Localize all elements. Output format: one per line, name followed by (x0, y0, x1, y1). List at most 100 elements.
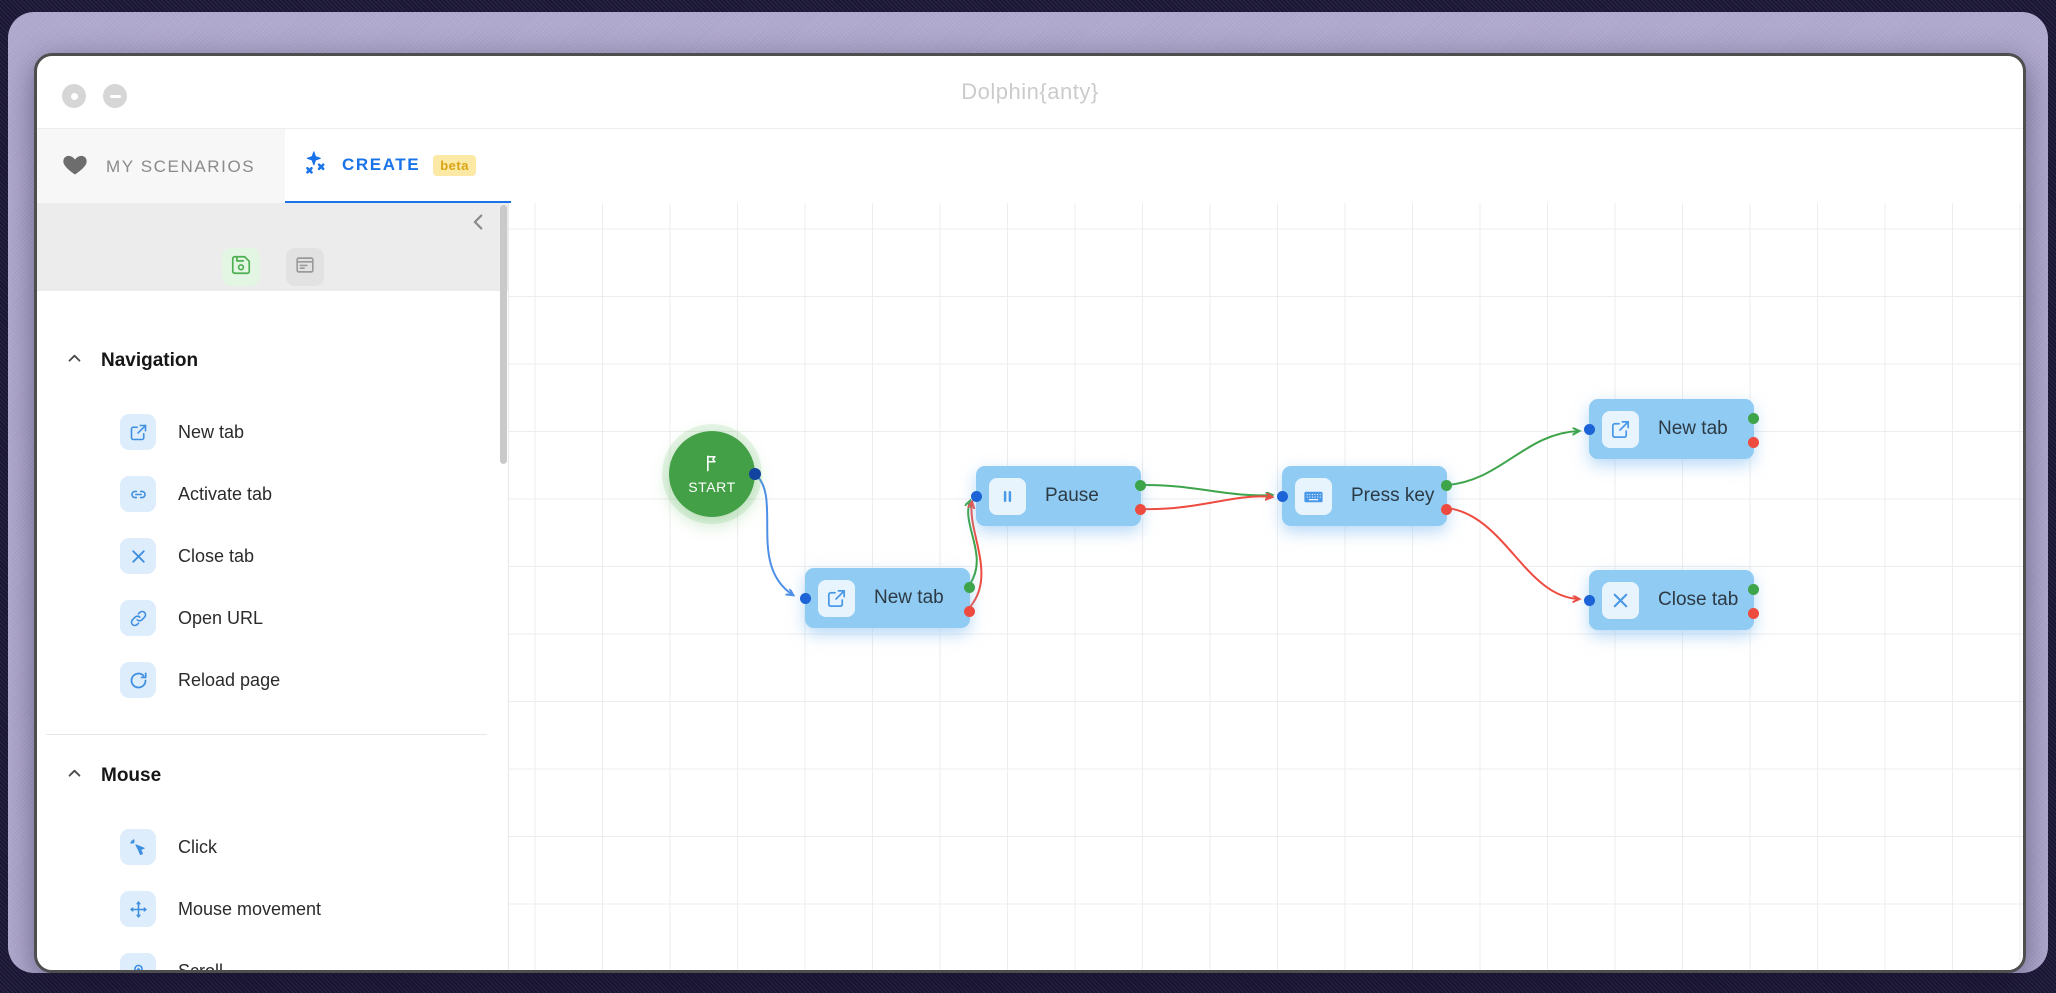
sidebar-item-label: Mouse movement (178, 898, 322, 919)
new-tab-icon (120, 414, 156, 450)
start-output-port[interactable] (749, 468, 761, 480)
window-close-button[interactable] (62, 84, 86, 108)
node-new-tab-1[interactable]: New tab (800, 568, 975, 628)
node-label: New tab (874, 587, 944, 608)
sidebar-scrollbar[interactable] (500, 205, 507, 464)
success-output-port[interactable] (1441, 479, 1452, 491)
input-port[interactable] (1584, 594, 1595, 606)
node-pause-1[interactable]: Pause (971, 466, 1146, 526)
edge-press-key-1-to-close-tab-1[interactable] (1446, 507, 1579, 599)
sidebar-item-click[interactable]: Click (37, 816, 508, 878)
form-icon (294, 254, 316, 281)
success-output-port[interactable] (1748, 583, 1759, 595)
sidebar-item-new-tab[interactable]: New tab (37, 401, 508, 463)
sidebar-item-open-url[interactable]: Open URL (37, 587, 508, 649)
save-scenario-button[interactable] (221, 248, 260, 286)
input-port[interactable] (1584, 423, 1595, 435)
app-title: Dolphin{anty} (961, 79, 1099, 104)
node-label: Pause (1045, 485, 1099, 506)
sidebar-item-label: Scroll (178, 960, 224, 973)
title-bar: Dolphin{anty} (37, 56, 2023, 129)
sidebar-item-activate-tab[interactable]: Activate tab (37, 463, 508, 525)
input-port[interactable] (1277, 490, 1288, 502)
sidebar-item-label: Reload page (178, 669, 281, 690)
activate-tab-icon (120, 476, 156, 512)
tab-my-scenarios-label: MY SCENARIOS (106, 156, 256, 176)
success-output-port[interactable] (1748, 412, 1759, 424)
node-start[interactable]: START (669, 431, 761, 517)
close-tab-icon (1602, 581, 1639, 619)
sidebar-item-scroll[interactable]: Scroll (37, 940, 508, 973)
chevron-up-icon (66, 350, 83, 367)
edge-new-tab-1-to-pause-1[interactable] (970, 502, 983, 608)
section-title: Mouse (101, 765, 162, 786)
click-icon (120, 829, 156, 865)
input-port[interactable] (800, 592, 811, 604)
pause-icon (989, 477, 1026, 515)
fail-output-port[interactable] (1135, 503, 1146, 515)
sidebar-item-label: Activate tab (178, 483, 273, 504)
node-press-key-1[interactable]: Press key (1277, 466, 1452, 526)
fail-output-port[interactable] (964, 605, 975, 617)
success-output-port[interactable] (1135, 479, 1146, 491)
collapse-sidebar-button[interactable] (468, 211, 490, 233)
edge-press-key-1-to-new-tab-2[interactable] (1446, 431, 1579, 486)
node-label: Close tab (1658, 589, 1739, 610)
node-label: Press key (1351, 485, 1435, 506)
node-close-tab-1[interactable]: Close tab (1584, 570, 1759, 630)
scroll-icon (120, 953, 156, 970)
tab-bar: MY SCENARIOS CREATE beta (37, 129, 2023, 269)
sidebar-item-label: Click (178, 836, 217, 857)
close-icon (70, 92, 78, 100)
close-tab-icon (120, 538, 156, 574)
fail-output-port[interactable] (1748, 436, 1759, 448)
window-minimize-button[interactable] (103, 84, 127, 108)
section-title: Navigation (101, 350, 199, 371)
start-node-label: START (688, 479, 736, 495)
flag-icon (702, 453, 722, 478)
section-heading-mouse[interactable]: Mouse (37, 756, 508, 796)
tab-my-scenarios[interactable]: MY SCENARIOS (37, 129, 285, 204)
fail-output-port[interactable] (1748, 607, 1759, 619)
sidebar-item-label: New tab (178, 421, 245, 442)
save-icon (230, 254, 252, 281)
new-tab-icon (818, 579, 855, 617)
sparkles-icon (301, 149, 329, 182)
new-tab-icon (1602, 410, 1639, 448)
sidebar-item-close-tab[interactable]: Close tab (37, 525, 508, 587)
sidebar-item-mouse-movement[interactable]: Mouse movement (37, 878, 508, 940)
input-port[interactable] (971, 490, 982, 502)
fail-output-port[interactable] (1441, 503, 1452, 515)
chevron-up-icon (66, 765, 83, 782)
sidebar-item-label: Open URL (178, 607, 264, 628)
reload-page-icon (120, 662, 156, 698)
scenario-form-button[interactable] (285, 248, 324, 286)
sidebar-divider (46, 734, 487, 735)
press-key-icon (1295, 477, 1332, 515)
minimize-icon (109, 94, 121, 98)
tab-create-label: CREATE (342, 155, 421, 174)
open-url-icon (120, 600, 156, 636)
app-window: Dolphin{anty} MY SCENARIOS CREATE beta (34, 53, 2026, 973)
node-new-tab-2[interactable]: New tab (1584, 399, 1759, 459)
chevron-left-icon (468, 214, 490, 237)
flow-edges (754, 203, 2026, 608)
heart-icon (61, 150, 89, 183)
node-label: New tab (1658, 418, 1728, 439)
edge-pause-1-to-press-key-1[interactable] (1140, 496, 1272, 511)
edge-start-to-new-tab-1[interactable] (754, 473, 793, 595)
section-heading-navigation[interactable]: Navigation (37, 341, 508, 381)
tab-create[interactable]: CREATE beta (285, 129, 511, 204)
beta-badge: beta (433, 154, 476, 176)
success-output-port[interactable] (964, 581, 975, 593)
sidebar-item-reload-page[interactable]: Reload page (37, 649, 508, 711)
edge-pause-1-to-press-key-1[interactable] (1140, 483, 1272, 495)
mouse-movement-icon (120, 891, 156, 927)
sidebar-toolbar (37, 203, 508, 291)
